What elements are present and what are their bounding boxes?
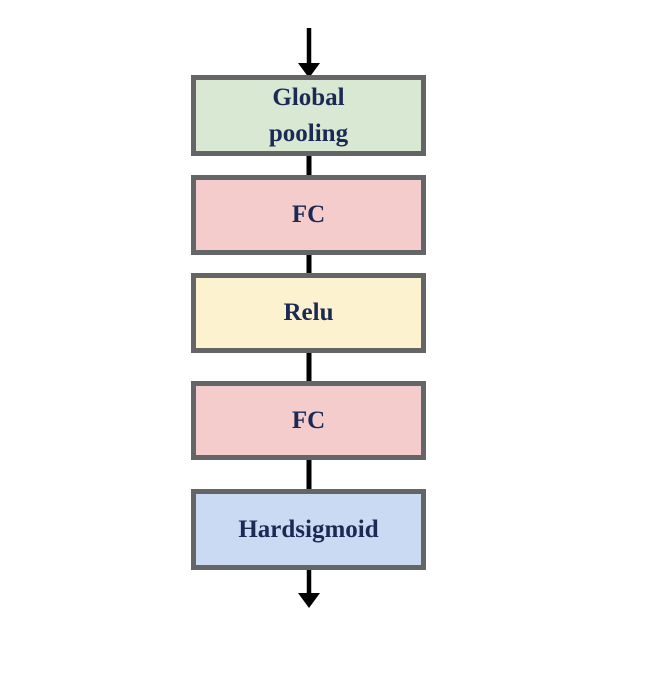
node-label: pooling [268, 119, 349, 147]
node-fc-1: FC [191, 175, 426, 255]
node-relu: Relu [191, 273, 426, 353]
node-label: Global [272, 83, 345, 111]
node-hardsigmoid: Hardsigmoid [191, 489, 426, 570]
node-label: FC [291, 406, 326, 434]
node-label: Relu [283, 299, 334, 326]
node-fc-2: FC [191, 381, 426, 460]
arrow-down-input-icon [298, 28, 320, 78]
node-label: Hardsigmoid [238, 515, 379, 543]
arrow-down-output-icon [298, 568, 320, 608]
node-label: FC [291, 201, 326, 228]
node-global-pooling: Global pooling [191, 75, 426, 156]
